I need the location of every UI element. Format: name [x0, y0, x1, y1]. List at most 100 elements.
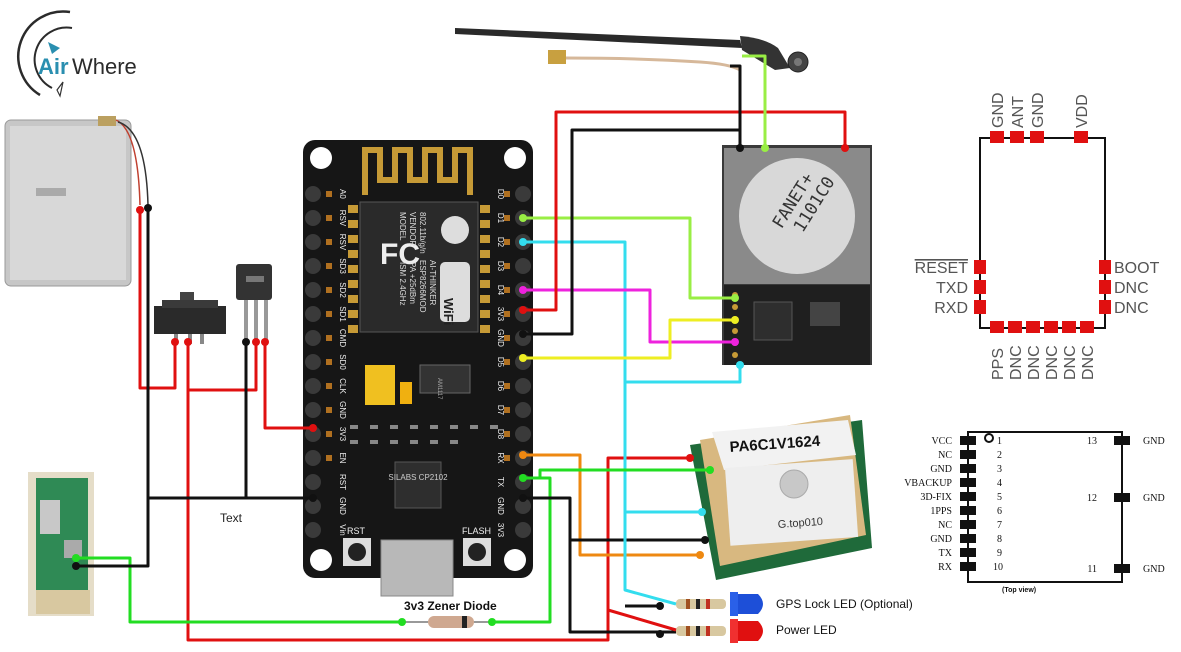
- gps-pin-num: 13: [1087, 436, 1097, 447]
- gps-pin-num: 8: [997, 534, 1002, 545]
- right-pin-label: D0: [496, 189, 505, 200]
- gps-pin-name: GND: [930, 534, 952, 545]
- right-pin-label: D5: [496, 357, 505, 368]
- power-led-assembly: [676, 619, 763, 643]
- shield-line-3: ESP8266MOD: [418, 260, 427, 313]
- right-pin-label: 3V3: [496, 523, 505, 538]
- zener-label: 3v3 Zener Diode: [404, 599, 497, 613]
- fanet-pin-left: RXD: [934, 300, 968, 317]
- right-pin-label: D7: [496, 405, 505, 416]
- gps-pin-num: 2: [997, 450, 1002, 461]
- gps-pin-name: GND: [1143, 436, 1165, 447]
- left-pin-label: RSV: [338, 234, 347, 251]
- fanet-pin-top: VDD: [1074, 94, 1091, 128]
- to92-component: [236, 264, 272, 340]
- gps-pin-num: 4: [997, 478, 1002, 489]
- charger-board: [28, 472, 94, 616]
- right-pin-label: D1: [496, 213, 505, 224]
- left-pin-label: SD1: [338, 306, 347, 322]
- gps-pin-num: 12: [1087, 493, 1097, 504]
- fanet-pin-bottom: DNC: [1008, 345, 1025, 380]
- regulator-label: AM1117: [436, 378, 442, 400]
- gps-pin-name: GND: [1143, 493, 1165, 504]
- text-label: Text: [220, 511, 243, 525]
- right-pin-label: D8: [496, 429, 505, 440]
- flash-label: FLASH: [462, 526, 491, 536]
- gps-pin-num: 1: [997, 436, 1002, 447]
- fanet-pin-bottom: PPS: [990, 348, 1007, 380]
- fanet-pinout: GND ANT GND VDD RESET TXD RXD BOOT DNC D…: [915, 92, 1160, 380]
- logo-where-text: Where: [72, 54, 137, 79]
- shield-line-6: PA +25dBm: [408, 262, 417, 304]
- connection-dots: [72, 144, 849, 638]
- gps-pin-name: 3D-FIX: [920, 492, 952, 503]
- fc-mark: FC: [380, 238, 420, 271]
- left-pin-label: EN: [338, 452, 347, 463]
- shield-line-4: AI-THINKER: [428, 260, 437, 306]
- fanet-pin-right: DNC: [1114, 280, 1149, 297]
- fanet-pin-left: RESET: [915, 260, 969, 277]
- gps-pinout: VCC NC GND VBACKUP 3D-FIX 1PPS NC GND TX…: [904, 431, 1165, 594]
- gps-pin-num: 6: [997, 506, 1002, 517]
- right-pin-label: D6: [496, 381, 505, 392]
- gps-pin-num: 5: [997, 492, 1002, 503]
- fanet-pin-top: GND: [990, 92, 1007, 128]
- wires: [76, 54, 847, 642]
- left-pin-label: SD0: [338, 354, 347, 370]
- gps-pin-num: 9: [997, 548, 1002, 559]
- gps-pin-name: VCC: [931, 436, 952, 447]
- gps-title: PA6C1V1624: [729, 433, 821, 456]
- antenna: [455, 28, 809, 73]
- fanet-module: FANET+ 1101C0: [722, 145, 872, 365]
- fanet-pin-bottom: DNC: [1044, 345, 1061, 380]
- gps-module: PA6C1V1624 G.top010: [690, 415, 872, 580]
- left-pin-label: SD2: [338, 282, 347, 298]
- cp2102-label: SILABS CP2102: [388, 473, 448, 482]
- left-pin-label: CMD: [338, 329, 347, 347]
- right-pin-label: D2: [496, 237, 505, 248]
- fanet-pin-left: TXD: [936, 280, 968, 297]
- right-pin-label: D3: [496, 261, 505, 272]
- shield-line-7: 802.11b/g/n: [418, 212, 427, 254]
- gps-pin-name: TX: [939, 548, 953, 559]
- slide-switch: [154, 292, 226, 344]
- right-pin-label: TX: [496, 477, 505, 488]
- gps-subtitle: G.top010: [777, 516, 823, 531]
- right-pin-label: D4: [496, 285, 505, 296]
- logo-air-text: Air: [38, 54, 69, 79]
- gps-top-view-label: (Top view): [1002, 587, 1036, 594]
- left-pin-label: SD3: [338, 258, 347, 274]
- gps-pin-name: VBACKUP: [904, 478, 952, 489]
- shield-line-1: MODEL: [398, 212, 407, 241]
- zener-diode: [402, 616, 492, 628]
- right-pin-label: GND: [496, 329, 505, 347]
- gps-pin-name: GND: [930, 464, 952, 475]
- gps-pin-num: 3: [997, 464, 1002, 475]
- left-pin-label: RST: [338, 474, 347, 490]
- gps-pin-name: NC: [938, 450, 952, 461]
- right-pin-label: 3V3: [496, 307, 505, 322]
- left-pin-label: GND: [338, 401, 347, 419]
- right-pin-label: RX: [496, 452, 505, 464]
- gps-pin-num: 11: [1087, 564, 1097, 575]
- nodemcu-board: FC WiFi MODEL VENDOR ESP8266MOD AI-THINK…: [303, 140, 533, 597]
- wifi-logo: WiFi: [441, 298, 456, 325]
- power-led-label: Power LED: [776, 623, 837, 637]
- gps-lock-led-assembly: [676, 592, 763, 616]
- rst-label: RST: [347, 526, 366, 536]
- lipo-battery: [4, 116, 149, 287]
- left-pin-label: RSV: [338, 210, 347, 227]
- fanet-pin-bottom: DNC: [1080, 345, 1097, 380]
- left-pin-label: A0: [338, 189, 347, 199]
- left-pin-label: Vin: [338, 524, 347, 535]
- fanet-pin-bottom: DNC: [1062, 345, 1079, 380]
- fanet-pin-top: GND: [1030, 92, 1047, 128]
- shield-line-5: ISM 2.4GHz: [398, 262, 407, 306]
- gps-pin-name: GND: [1143, 564, 1165, 575]
- fanet-pin-bottom: DNC: [1026, 345, 1043, 380]
- gps-pin-num: 7: [997, 520, 1002, 531]
- airwhere-logo: Air Where: [17, 10, 137, 98]
- fanet-pin-top: ANT: [1010, 96, 1027, 128]
- left-pin-label: CLK: [338, 378, 347, 394]
